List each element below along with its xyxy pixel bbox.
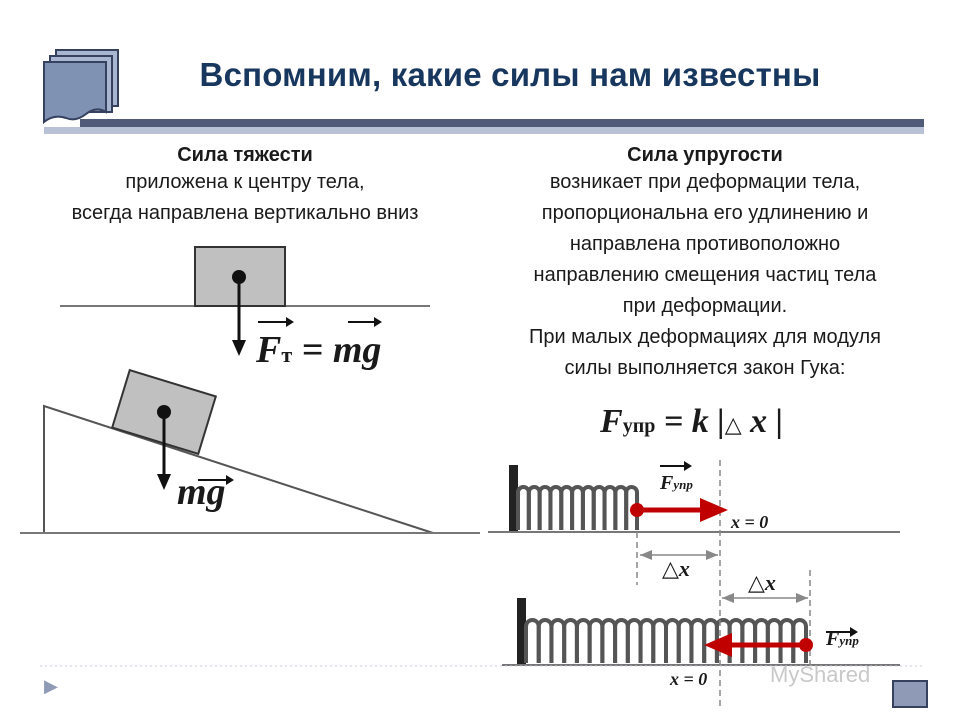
x-zero-label-top: x = 0 (731, 512, 769, 532)
gravity-line-1: приложена к центру тела, (125, 171, 365, 193)
formula-sub-t: т (281, 342, 293, 367)
force-label-top: Fупр (660, 472, 693, 495)
elastic-line-4: направлению смещения частиц тела (533, 264, 877, 286)
gravity-heading: Сила тяжести (177, 144, 313, 166)
force-label-bottom: Fупр (826, 628, 859, 651)
hooke-F: F (600, 403, 623, 440)
slide-title: Вспомним, какие силы нам известны (199, 56, 821, 93)
force-F-top: F (660, 472, 674, 494)
elastic-line-5: при деформации. (622, 295, 788, 317)
formula-rest: = mg (292, 329, 382, 371)
nav-button-icon[interactable] (892, 680, 928, 708)
spring-compressed-diagram (502, 570, 900, 710)
hooke-delta: △ (724, 412, 742, 437)
hooke-sub: упр (622, 415, 656, 437)
spring-stretched-diagram (488, 460, 900, 590)
gravity-section: Сила тяжести приложена к центру тела, вс… (20, 144, 470, 229)
gravity-formula: Fт = mg (256, 328, 381, 372)
elastic-line-6: При малых деформациях для модуля (529, 326, 881, 348)
next-arrow-icon[interactable]: ▶ (44, 676, 58, 696)
incline-mg-label: mg (177, 471, 226, 513)
slides-stack-icon (43, 49, 119, 125)
force-sub-bottom: упр (839, 633, 859, 648)
title-bar-light (44, 127, 924, 134)
delta-x-label-top: △x (662, 556, 690, 581)
force-F-bottom: F (826, 628, 840, 650)
title-bar-dark (80, 119, 924, 127)
gravity-line-2: всегда направлена вертикально вниз (71, 202, 419, 224)
elastic-line-1: возникает при деформации тела, (549, 171, 861, 193)
incline-diagram (20, 368, 480, 534)
elastic-section: Сила упругости возникает при деформации … (470, 144, 940, 384)
block-on-floor-diagram (60, 246, 430, 356)
elastic-line-7: силы выполняется закон Гука: (564, 357, 846, 379)
force-sub-top: упр (673, 477, 693, 492)
hooke-law-formula: Fупр = k |△ x | (600, 403, 783, 441)
spring-coil (791, 618, 808, 663)
elastic-line-2: пропорциональна его удлинению и (541, 202, 869, 224)
hooke-rest: = k | (655, 403, 725, 440)
watermark: MyShared (770, 662, 871, 687)
elastic-heading: Сила упругости (627, 144, 783, 166)
delta-x-label-bottom: △x (748, 570, 776, 595)
spring-coil (624, 485, 639, 530)
x-zero-label-bottom: x = 0 (670, 669, 708, 689)
elastic-line-3: направлена противоположно (569, 233, 841, 255)
hooke-x: x | (741, 403, 784, 440)
formula-F: F (256, 329, 282, 371)
